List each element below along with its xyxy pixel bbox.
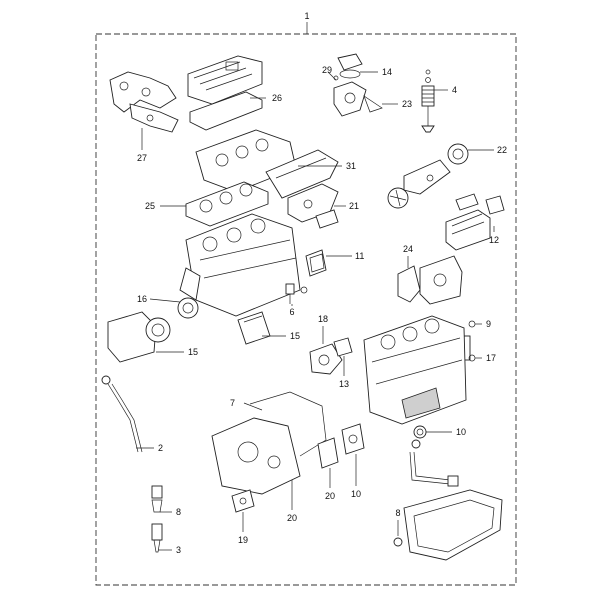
- part-cover-gasket-pair: [317, 423, 365, 469]
- callout-6: 9: [486, 319, 491, 329]
- part-head-gasket: [185, 181, 269, 227]
- part-exhaust-manifold: [109, 71, 179, 133]
- callout-14: 14: [382, 67, 392, 77]
- part-o-ring: [411, 425, 427, 449]
- callout-3: 3: [176, 545, 181, 555]
- callout-22: 22: [497, 145, 507, 155]
- part-bolt: [285, 283, 308, 304]
- callout-24: 24: [403, 244, 413, 254]
- callout-30: 2: [158, 443, 163, 453]
- part-oil-strainer: [409, 451, 459, 487]
- callout-8: 8: [395, 508, 400, 518]
- leader-16: [149, 298, 181, 303]
- part-engine-block: [179, 213, 301, 317]
- callout-25: 25: [145, 201, 155, 211]
- part-thermostat-group: [333, 53, 383, 117]
- part-starter-motor: [445, 193, 505, 251]
- callout-23: 23: [402, 99, 412, 109]
- part-cylinder-head: [195, 129, 339, 199]
- part-pressure-switch: [151, 485, 163, 553]
- part-valve-cover: [187, 55, 263, 131]
- callout-29: 29: [322, 65, 332, 75]
- part-crankcase: [363, 315, 467, 425]
- callout-10b: 10: [351, 489, 361, 499]
- assembly-boundary: [95, 33, 517, 586]
- callout-26: 26: [272, 93, 282, 103]
- callout-12: 12: [489, 235, 499, 245]
- part-oil-filter-gasket: [305, 249, 327, 277]
- part-oil-pump: [309, 337, 353, 375]
- callout-9: 18: [318, 314, 328, 324]
- callout-27: 27: [137, 153, 147, 163]
- part-rear-plate: [107, 311, 171, 363]
- part-intake-manifold: [287, 183, 339, 229]
- callout-21: 21: [349, 201, 359, 211]
- callout-17: 7: [230, 398, 235, 408]
- callout-28: 6: [289, 307, 294, 317]
- callout-4: 4: [452, 85, 457, 95]
- callout-20: 20: [287, 513, 297, 523]
- part-dipstick: [101, 375, 143, 453]
- callout-19: 20: [325, 491, 335, 501]
- part-small-gasket: [231, 489, 255, 513]
- leader-17: [243, 402, 263, 411]
- part-gear-case-cover: [397, 255, 463, 305]
- callout-18: 15: [290, 331, 300, 341]
- part-water-pump: [387, 143, 469, 209]
- part-bracket: [237, 311, 271, 345]
- callout-5: 17: [486, 353, 496, 363]
- part-valve-spring: [421, 69, 435, 133]
- callout-10a: 19: [238, 535, 248, 545]
- part-timing-cover: [211, 391, 327, 495]
- callout-15: 15: [188, 347, 198, 357]
- assembly-label: 1: [304, 11, 309, 21]
- callout-7: 10: [456, 427, 466, 437]
- callout-13: 13: [339, 379, 349, 389]
- callout-11: 11: [355, 251, 364, 261]
- part-oil-pan: [393, 489, 503, 561]
- callout-31: 31: [346, 161, 356, 171]
- part-oil-seal: [177, 297, 199, 319]
- callout-16: 16: [137, 294, 147, 304]
- leader-29: [327, 71, 337, 81]
- callout-2: 8: [176, 507, 181, 517]
